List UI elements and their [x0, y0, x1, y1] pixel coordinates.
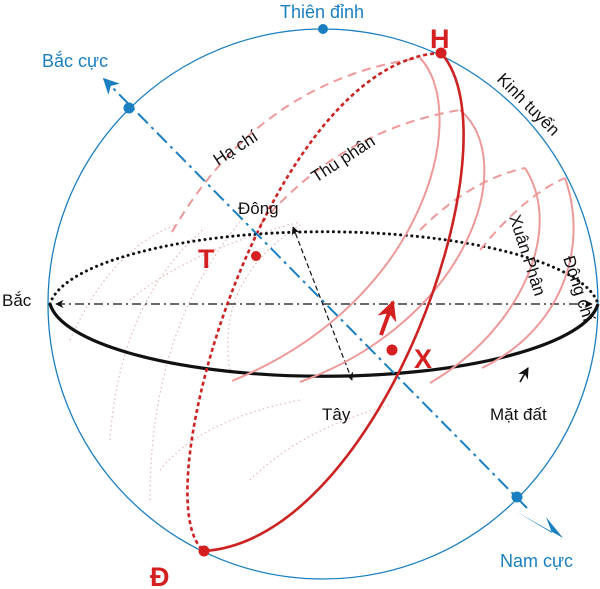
point-h-label: H: [430, 24, 450, 54]
north-pole-label: Bắc cực: [42, 50, 108, 71]
west-label: Tây: [322, 405, 351, 424]
day-path-front: [203, 52, 465, 553]
point-t-label: T: [198, 244, 215, 274]
ground-label: Mặt đất: [490, 405, 547, 424]
point-d-dot: [198, 545, 210, 557]
autumn-equinox-dashed: [259, 109, 461, 226]
spring-equinox-label: Xuân Phân: [505, 212, 549, 298]
summer-solstice-front: [231, 57, 441, 382]
spring-equinox-front: [429, 167, 541, 384]
winter-solstice-front: [481, 177, 575, 369]
south-pole-label: Nam cực: [500, 551, 573, 571]
winter-solstice-label: Đông chí: [559, 253, 598, 324]
ground-pointer: [518, 367, 529, 383]
point-t-dot: [251, 251, 261, 261]
zenith-label: Thiên đỉnh: [280, 2, 364, 22]
meridian-label: Kinh tuyến: [493, 69, 563, 139]
point-x-dot: [386, 344, 398, 356]
point-d-label: Đ: [150, 562, 170, 589]
day-path-back: [186, 51, 442, 553]
seasonal-paths: [171, 57, 575, 384]
south-pole-point: [511, 491, 523, 503]
winter-solstice-dashed: [479, 177, 566, 251]
summer-solstice-label: Hạ chí: [210, 127, 262, 170]
east-label: Đông: [238, 199, 279, 218]
zenith-point: [318, 24, 328, 34]
north-label: Bắc: [2, 291, 32, 310]
autumn-equinox-front: [299, 109, 486, 383]
point-x-label: X: [414, 344, 432, 374]
point-h-dot: [435, 47, 447, 59]
hidden-arcs: [69, 221, 391, 501]
autumn-equinox-label: Thu phân: [308, 131, 379, 186]
summer-solstice-dashed: [171, 57, 421, 233]
horizon-back: [48, 230, 600, 306]
north-pole-point: [123, 102, 135, 114]
east-west-line: [291, 226, 354, 381]
celestial-axis: [102, 77, 528, 509]
horizon-front: [48, 303, 600, 378]
south-pole-arrowhead: [517, 512, 563, 538]
spring-equinox-dashed: [419, 167, 526, 231]
sun-direction-arrow: [377, 300, 397, 336]
